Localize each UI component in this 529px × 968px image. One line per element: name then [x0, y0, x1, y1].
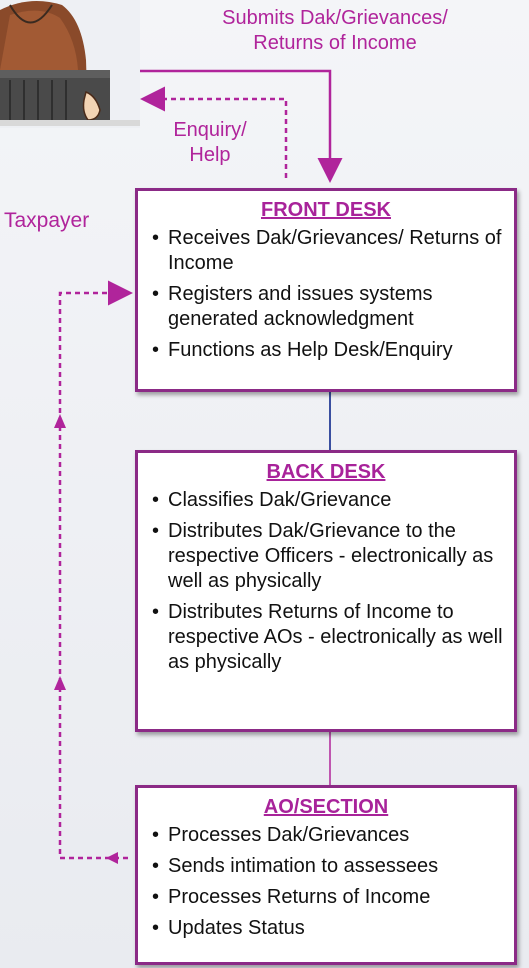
submit-label-line-1: Submits Dak/Grievances/	[222, 7, 448, 29]
loop-arrowhead-upper	[54, 414, 66, 428]
ao-out-arrowhead	[106, 852, 118, 864]
submit-arrow	[140, 69, 343, 183]
front-desk-item: Receives Dak/Grievances/ Returns of Inco…	[148, 226, 504, 276]
back-desk-title: BACK DESK	[266, 461, 386, 483]
enquiry-arrow	[140, 86, 288, 178]
back-desk-list: Classifies Dak/Grievance Distributes Dak…	[148, 488, 504, 675]
loop-arrowhead-lower	[54, 676, 66, 690]
enquiry-label-line-1: Enquiry/	[173, 119, 247, 141]
back-desk-box: BACK DESK Classifies Dak/Grievance Distr…	[135, 450, 517, 732]
front-desk-list: Receives Dak/Grievances/ Returns of Inco…	[148, 226, 504, 363]
feedback-loop	[58, 280, 133, 860]
back-desk-item: Distributes Returns of Income to respect…	[148, 600, 504, 675]
enquiry-label: Enquiry/ Help	[150, 118, 270, 168]
taxpayer-label: Taxpayer	[4, 209, 90, 232]
ao-section-list: Processes Dak/Grievances Sends intimatio…	[148, 823, 504, 941]
submit-label-line-2: Returns of Income	[253, 32, 417, 54]
enquiry-label-line-2: Help	[189, 144, 231, 166]
ao-section-item: Updates Status	[148, 916, 504, 941]
back-desk-item: Distributes Dak/Grievance to the respect…	[148, 519, 504, 594]
ao-section-title: AO/SECTION	[263, 796, 389, 818]
submit-label: Submits Dak/Grievances/ Returns of Incom…	[190, 6, 480, 56]
ao-section-item: Sends intimation to assessees	[148, 854, 504, 879]
ao-section-item: Processes Dak/Grievances	[148, 823, 504, 848]
ao-section-item: Processes Returns of Income	[148, 885, 504, 910]
front-desk-title: FRONT DESK	[261, 199, 391, 221]
taxpayer-figure	[0, 0, 140, 128]
front-desk-item: Registers and issues systems generated a…	[148, 282, 504, 332]
front-desk-item: Functions as Help Desk/Enquiry	[148, 338, 504, 363]
front-desk-box: FRONT DESK Receives Dak/Grievances/ Retu…	[135, 188, 517, 392]
ao-section-box: AO/SECTION Processes Dak/Grievances Send…	[135, 785, 517, 965]
back-desk-item: Classifies Dak/Grievance	[148, 488, 504, 513]
